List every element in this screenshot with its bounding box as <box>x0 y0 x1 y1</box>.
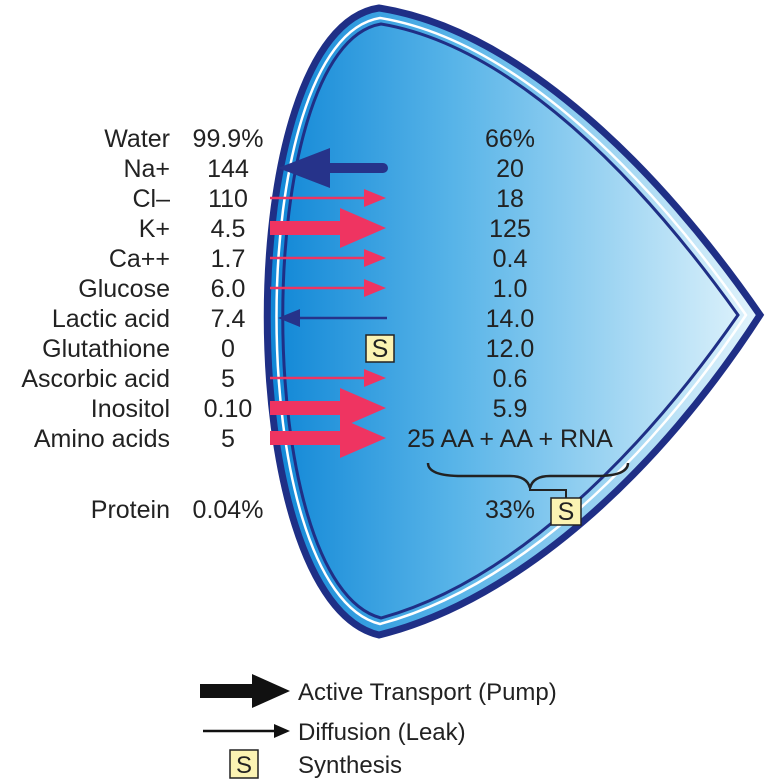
row-inositol: Inositol 0.10 5.9 <box>91 388 528 428</box>
protein-outside-value: 0.04% <box>193 496 264 524</box>
row-label: Cl– <box>132 185 170 213</box>
row-label: Inositol <box>91 395 170 423</box>
pump-in-arrowhead-icon <box>340 208 386 248</box>
diffusion-out-arrowhead-icon <box>278 309 300 327</box>
row-inside-value: 20 <box>496 155 524 183</box>
protein-synthesis-brace <box>426 462 630 500</box>
pump-in-arrow-icon <box>270 221 344 235</box>
row-label: Amino acids <box>34 425 170 453</box>
pump-in-arrowhead-icon <box>340 388 386 428</box>
legend-synthesis-label: Synthesis <box>298 752 402 779</box>
row-label: Lactic acid <box>52 305 170 333</box>
pump-in-arrowhead-icon <box>340 418 386 458</box>
legend: Active Transport (Pump) Diffusion (Leak)… <box>200 674 557 779</box>
legend-diffusion: Diffusion (Leak) <box>203 719 466 746</box>
row-label: Ascorbic acid <box>21 365 170 393</box>
row-label: Water <box>104 125 170 153</box>
row-na: Na+ 144 20 <box>123 148 524 188</box>
row-outside-value: 1.7 <box>211 245 246 273</box>
row-outside-value: 5 <box>221 425 235 453</box>
row-k: K+ 4.5 125 <box>139 208 531 248</box>
row-label: Ca++ <box>109 245 170 273</box>
row-label: K+ <box>139 215 170 243</box>
row-outside-value: 4.5 <box>211 215 246 243</box>
row-inside-value: 66% <box>485 125 535 153</box>
row-cl: Cl– 110 18 <box>132 185 523 213</box>
diffusion-in-arrowhead-icon <box>364 249 386 267</box>
row-inside-value: 0.4 <box>493 245 528 273</box>
diffusion-arrowhead-icon <box>274 724 290 738</box>
synthesis-box-icon <box>365 334 395 363</box>
protein-synthesis-box <box>550 497 582 526</box>
row-outside-value: 0.10 <box>204 395 253 423</box>
row-inside-value: 125 <box>489 215 531 243</box>
row-ascorbic-acid: Ascorbic acid 5 0.6 <box>21 365 527 393</box>
synthesis-symbol: S <box>372 335 389 363</box>
protein-row: Protein 0.04% 33% S <box>91 496 582 526</box>
row-inside-value: 14.0 <box>486 305 535 333</box>
pump-arrowhead-icon <box>252 674 290 708</box>
legend-synthesis: S Synthesis <box>229 749 402 779</box>
row-ca: Ca++ 1.7 0.4 <box>109 245 528 273</box>
diffusion-in-arrowhead-icon <box>364 189 386 207</box>
legend-diffusion-label: Diffusion (Leak) <box>298 719 466 746</box>
protein-label: Protein <box>91 496 170 524</box>
pump-in-arrow-icon <box>270 401 344 415</box>
row-outside-value: 6.0 <box>211 275 246 303</box>
row-amino-acids: Amino acids 5 25 AA + AA + RNA <box>34 418 613 458</box>
row-outside-value: 5 <box>221 365 235 393</box>
pump-arrow-icon <box>200 684 258 698</box>
legend-pump: Active Transport (Pump) <box>200 674 557 708</box>
row-inside-value: 25 AA + AA + RNA <box>407 425 613 453</box>
row-inside-value: 18 <box>496 185 524 213</box>
row-inside-value: 1.0 <box>493 275 528 303</box>
diffusion-in-arrowhead-icon <box>364 369 386 387</box>
row-inside-value: 5.9 <box>493 395 528 423</box>
legend-synthesis-symbol: S <box>236 752 252 779</box>
pump-in-arrow-icon <box>270 431 344 445</box>
lens-membrane-outer <box>263 4 765 639</box>
pump-out-arrowhead-icon <box>278 148 330 188</box>
row-label: Glutathione <box>42 335 170 363</box>
diffusion-in-arrowhead-icon <box>364 279 386 297</box>
row-outside-value: 99.9% <box>193 125 264 153</box>
row-glutathione: Glutathione 0 12.0 S <box>42 334 535 363</box>
row-inside-value: 0.6 <box>493 365 528 393</box>
protein-synthesis-symbol: S <box>558 498 575 526</box>
row-inside-value: 12.0 <box>486 335 535 363</box>
synthesis-box-icon <box>229 749 259 779</box>
row-outside-value: 110 <box>208 185 248 213</box>
row-label: Glucose <box>78 275 170 303</box>
brace-connector-icon <box>529 488 567 500</box>
row-label: Na+ <box>123 155 170 183</box>
row-glucose: Glucose 6.0 1.0 <box>78 275 527 303</box>
protein-inside-value: 33% <box>485 496 535 524</box>
row-water: Water 99.9% 66% <box>104 125 535 153</box>
row-outside-value: 144 <box>207 155 249 183</box>
row-outside-value: 0 <box>221 335 235 363</box>
row-outside-value: 7.4 <box>211 305 246 333</box>
pump-out-arrow-icon <box>324 163 388 173</box>
legend-pump-label: Active Transport (Pump) <box>298 679 557 706</box>
row-lactic-acid: Lactic acid 7.4 14.0 <box>52 305 534 333</box>
